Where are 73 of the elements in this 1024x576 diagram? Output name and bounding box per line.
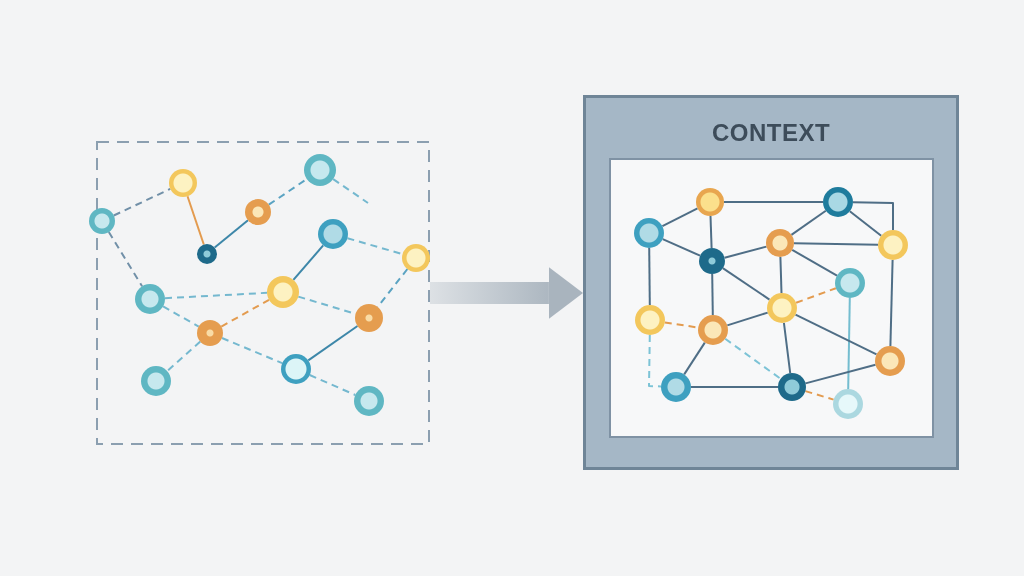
circle-node (661, 372, 691, 402)
circle-node (778, 373, 806, 401)
circle-node (634, 218, 664, 248)
connector-line (661, 207, 699, 228)
connector-line (782, 321, 792, 375)
dashed-line (221, 337, 284, 365)
framed-panel (583, 95, 959, 470)
dashed-line (795, 287, 837, 304)
connector-line (648, 247, 651, 306)
connector-line (889, 259, 894, 347)
circle-node (267, 276, 299, 308)
connector-line (683, 341, 706, 376)
circle-node (698, 315, 728, 345)
connector-line (723, 201, 824, 203)
circle-node (135, 284, 165, 314)
circle-node (197, 320, 223, 346)
circle-node (767, 293, 797, 323)
dashed-line (267, 178, 308, 206)
dashed-line (166, 340, 202, 372)
circle-node (833, 389, 863, 419)
dashed-line (112, 187, 172, 217)
connector-line (847, 297, 851, 390)
dashed-line (162, 305, 200, 328)
connector-line (852, 201, 894, 231)
connector-line (791, 248, 838, 277)
circle-node (141, 366, 171, 396)
circle-node (875, 346, 905, 376)
connector-line (723, 245, 768, 259)
circle-node (823, 187, 853, 217)
connector-line (661, 238, 702, 257)
connector-line (709, 215, 713, 249)
inner-panel (609, 158, 934, 438)
connector-line (690, 386, 779, 388)
panel-title: CONTEXT (710, 119, 832, 147)
connector-line (804, 363, 877, 385)
circle-node (699, 248, 725, 274)
connector-line (794, 313, 878, 356)
connector-line (307, 325, 359, 362)
connector-line (292, 244, 325, 281)
block-arrow (430, 267, 583, 319)
circle-node (245, 199, 271, 225)
circle-node (169, 169, 197, 197)
circle-node (696, 188, 724, 216)
connector-line (186, 195, 205, 246)
connector-line (711, 273, 714, 316)
circle-node (635, 305, 665, 335)
dashed-line (220, 298, 270, 328)
dashed-line (648, 334, 662, 388)
dashed-line (804, 390, 835, 401)
circle-node (355, 304, 383, 332)
dashed-line (164, 291, 268, 300)
connector-line (793, 242, 879, 246)
connector-line (779, 256, 783, 294)
connector-line (848, 210, 883, 237)
circle-node (89, 208, 115, 234)
dashed-line (107, 231, 144, 288)
circle-node (304, 154, 336, 186)
connector-line (790, 209, 827, 236)
dashed-line (332, 178, 369, 204)
circle-node (766, 229, 794, 257)
circle-node (354, 386, 384, 416)
connector-line (721, 267, 771, 301)
connector-line (726, 311, 769, 327)
circle-node (281, 354, 311, 384)
circle-node (197, 244, 217, 264)
circle-node (878, 230, 908, 260)
connector-line (213, 219, 249, 249)
circle-node (318, 219, 348, 249)
circle-node (835, 268, 865, 298)
dashed-line (724, 337, 782, 380)
dashed-line (346, 237, 404, 256)
dashed-line (308, 374, 357, 396)
circle-node (402, 244, 430, 272)
